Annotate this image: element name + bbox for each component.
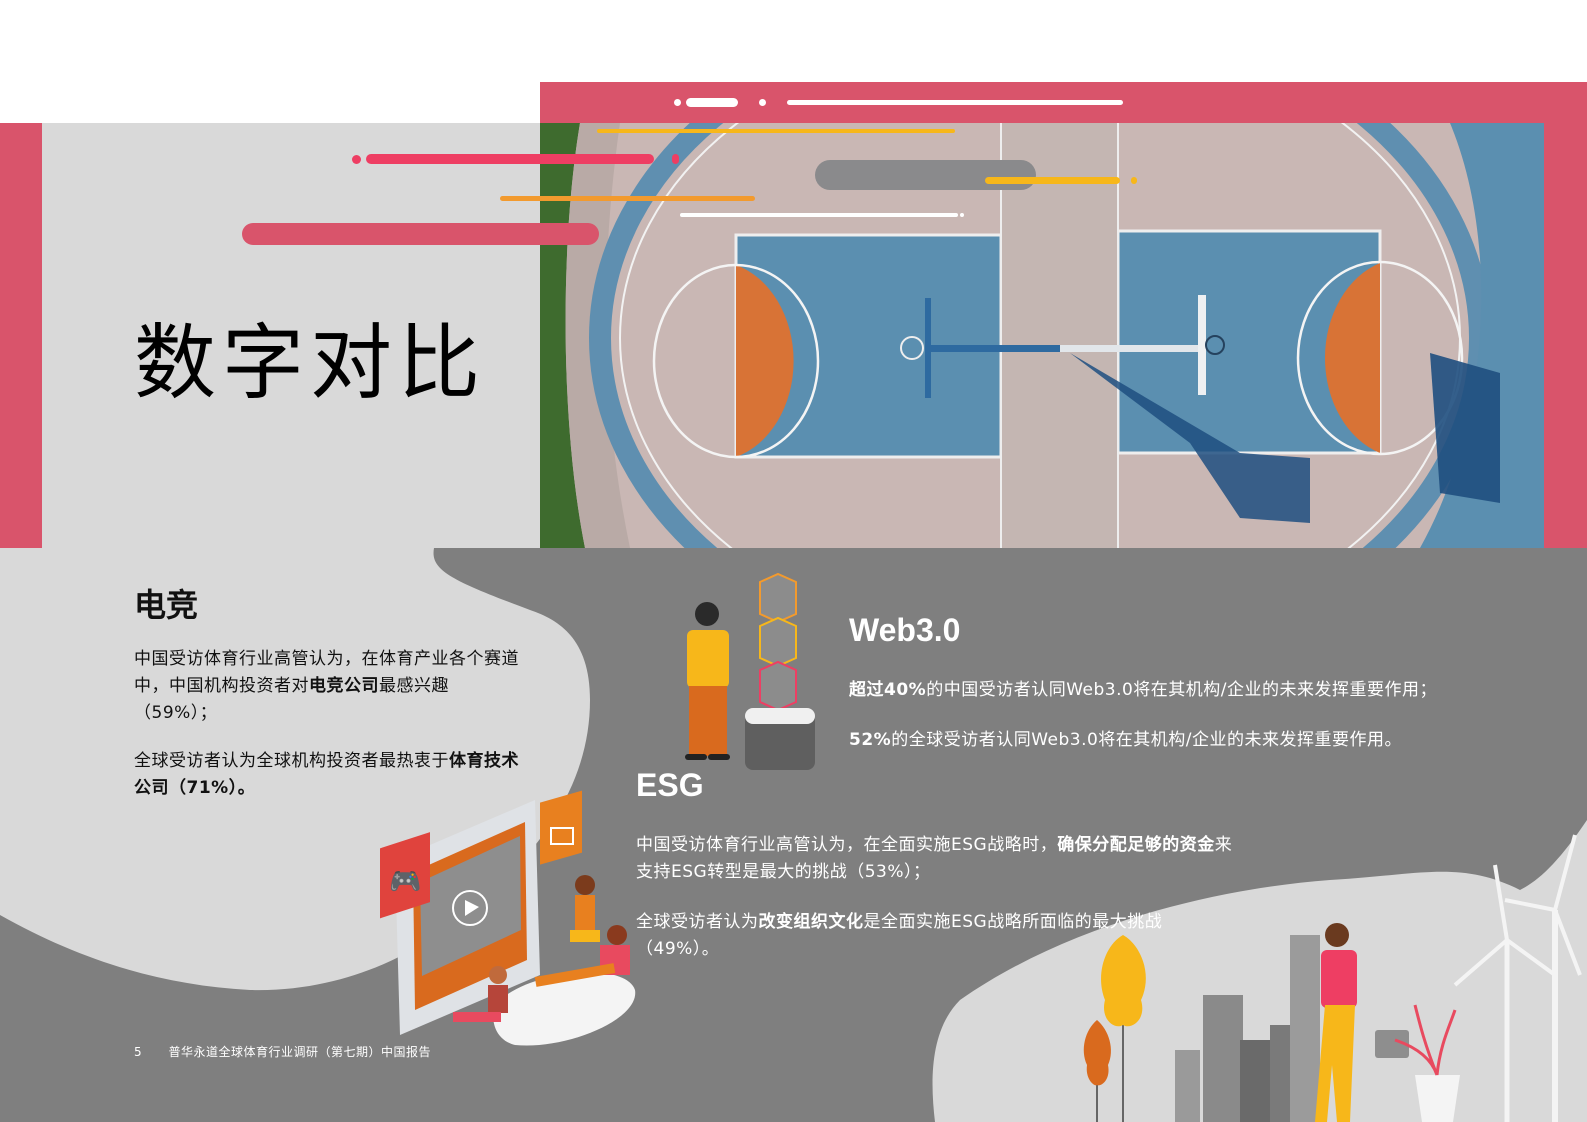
esports-paragraph-1: 中国受访体育行业高管认为，在体育产业各个赛道中，中国机构投资者对电竞公司最感兴趣… <box>134 649 519 723</box>
yellow-pill <box>985 177 1120 184</box>
web3-illustration <box>685 572 815 770</box>
left-accent-bar <box>0 123 42 548</box>
white-dot <box>960 213 964 217</box>
gray-pill <box>815 160 1036 190</box>
banner-line <box>787 100 1123 105</box>
esg-illustration <box>1083 834 1582 1122</box>
report-title: 普华永道全球体育行业调研（第七期）中国报告 <box>168 1045 431 1059</box>
banner-pill <box>686 98 738 107</box>
pink-dot <box>352 155 361 164</box>
page-number: 5 <box>134 1045 143 1059</box>
yellow-line <box>597 129 955 133</box>
web3-paragraph-1: 超过40%的中国受访者认同Web3.0将在其机构/企业的未来发挥重要作用； <box>849 680 1438 700</box>
orange-line <box>500 196 755 201</box>
banner-dot <box>674 99 681 106</box>
esports-paragraph-2: 全球受访者认为全球机构投资者最热衷于体育技术公司（71%）。 <box>134 751 519 798</box>
pink-bar <box>242 223 599 245</box>
esg-heading: ESG <box>636 767 704 803</box>
svg-text:🎮: 🎮 <box>389 867 421 897</box>
footer: 5 普华永道全球体育行业调研（第七期）中国报告 <box>134 1043 431 1060</box>
hero-image-basketball-court <box>540 123 1544 548</box>
esports-heading: 电竞 <box>134 587 199 623</box>
esg-paragraph-1: 中国受访体育行业高管认为，在全面实施ESG战略时，确保分配足够的资金来支持ESG… <box>636 835 1233 882</box>
pink-line <box>366 154 654 164</box>
web3-paragraph-2: 52%的全球受访者认同Web3.0将在其机构/企业的未来发挥重要作用。 <box>849 730 1403 750</box>
esg-paragraph-2: 全球受访者认为改变组织文化是全面实施ESG战略所面临的最大挑战（49%）。 <box>636 912 1163 959</box>
right-accent-bar <box>1544 82 1587 548</box>
pink-dot <box>672 154 679 164</box>
page-title: 数字对比 <box>134 316 487 411</box>
esports-illustration: 🎮 <box>380 790 636 1046</box>
web3-heading: Web3.0 <box>849 612 961 648</box>
white-line <box>680 213 958 217</box>
banner-dot <box>759 99 766 106</box>
yellow-dot <box>1131 177 1137 184</box>
